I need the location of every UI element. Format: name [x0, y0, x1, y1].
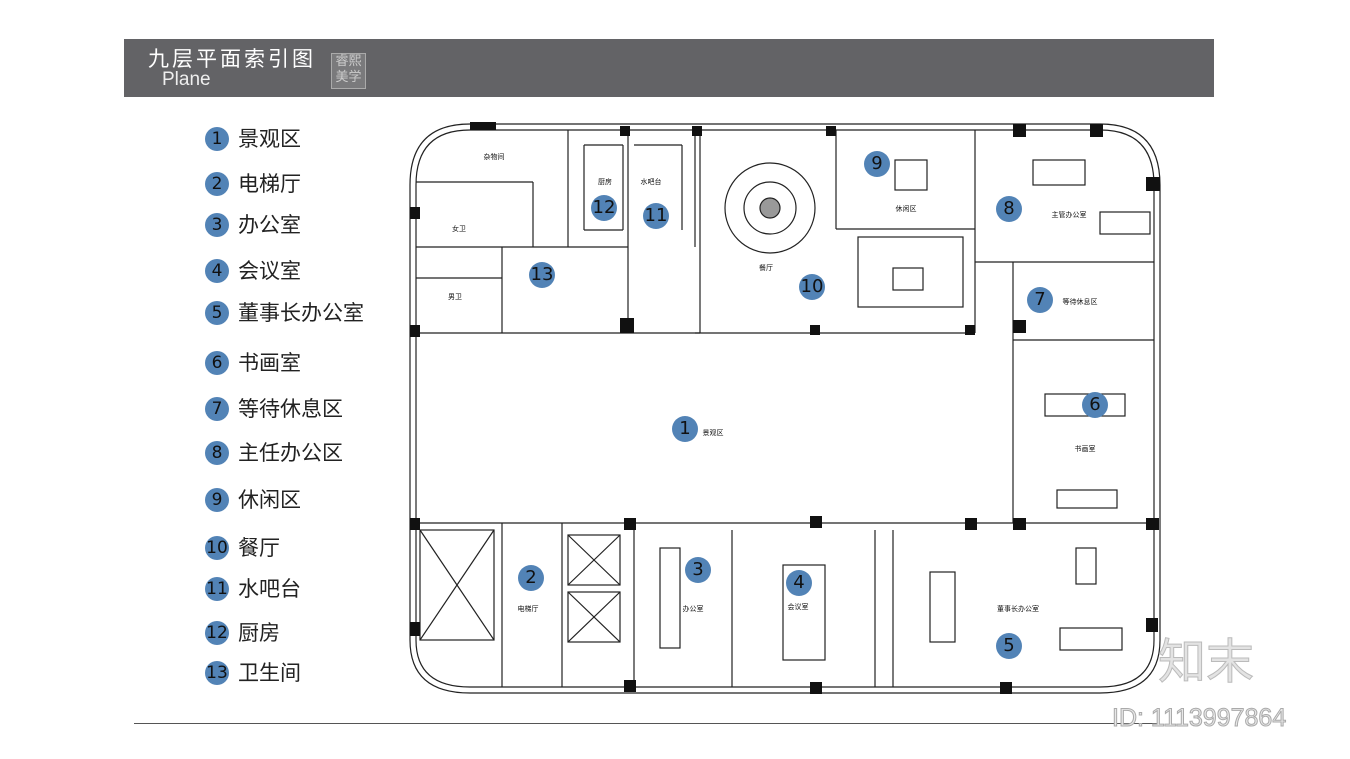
legend-item: 5 董事长办公室 — [205, 301, 364, 325]
room-label: 杂物间 — [483, 153, 505, 161]
outer-wall-inner — [415, 129, 1155, 688]
legend-label: 主任办公区 — [238, 441, 343, 465]
room-marker: 9 — [864, 151, 890, 177]
legend-item: 1 景观区 — [205, 127, 301, 151]
legend-item: 8 主任办公区 — [205, 441, 343, 465]
legend-number: 2 — [205, 172, 229, 196]
legend-label: 董事长办公室 — [238, 301, 364, 325]
room-label: 办公室 — [682, 605, 704, 613]
page-subtitle: Plane — [162, 69, 211, 90]
room-marker: 4 — [786, 570, 812, 596]
room-marker: 8 — [996, 196, 1022, 222]
legend-number: 7 — [205, 397, 229, 421]
interior-walls — [416, 130, 1154, 687]
legend-item: 11 水吧台 — [205, 577, 301, 601]
room-marker: 12 — [591, 195, 617, 221]
room-label: 景观区 — [702, 429, 724, 437]
legend-item: 10 餐厅 — [205, 536, 280, 560]
legend-number: 8 — [205, 441, 229, 465]
furniture — [659, 159, 1151, 661]
legend-item: 4 会议室 — [205, 259, 301, 283]
room-label: 男卫 — [448, 293, 462, 301]
legend-number: 10 — [205, 536, 229, 560]
room-label: 餐厅 — [759, 264, 773, 272]
legend-number: 11 — [205, 577, 229, 601]
watermark-id: ID: 1113997864 — [1111, 704, 1287, 733]
legend-item: 13 卫生间 — [205, 661, 301, 685]
room-marker: 10 — [799, 274, 825, 300]
logo: 睿熙 美学 — [331, 53, 366, 89]
room-label: 休闲区 — [895, 205, 917, 213]
room-label: 书画室 — [1074, 445, 1096, 453]
legend-number: 4 — [205, 259, 229, 283]
legend-label: 厨房 — [238, 621, 280, 645]
legend-item: 9 休闲区 — [205, 488, 301, 512]
room-label: 董事长办公室 — [997, 605, 1039, 613]
legend-item: 12 厨房 — [205, 621, 280, 645]
room-label: 主管办公室 — [1051, 211, 1087, 219]
legend-label: 办公室 — [238, 213, 301, 237]
room-marker: 2 — [518, 565, 544, 591]
legend-number: 6 — [205, 351, 229, 375]
legend-label: 休闲区 — [238, 488, 301, 512]
room-marker: 11 — [643, 203, 669, 229]
page-title: 九层平面索引图 — [148, 47, 316, 71]
header-bar: 九层平面索引图 Plane 睿熙 美学 — [124, 39, 1214, 97]
room-label: 会议室 — [787, 603, 809, 611]
room-label: 厨房 — [598, 178, 612, 186]
legend-label: 会议室 — [238, 259, 301, 283]
legend-number: 13 — [205, 661, 229, 685]
room-marker: 6 — [1082, 392, 1108, 418]
legend-item: 7 等待休息区 — [205, 397, 343, 421]
legend-label: 水吧台 — [238, 577, 301, 601]
watermark-brand: 知末 — [1157, 634, 1255, 691]
legend-label: 书画室 — [238, 351, 301, 375]
room-label: 等待休息区 — [1062, 298, 1098, 306]
divider — [134, 723, 1159, 724]
legend-number: 9 — [205, 488, 229, 512]
legend-number: 1 — [205, 127, 229, 151]
legend-number: 5 — [205, 301, 229, 325]
room-marker: 1 — [672, 416, 698, 442]
legend-item: 3 办公室 — [205, 213, 301, 237]
legend-item: 2 电梯厅 — [205, 172, 301, 196]
room-marker: 3 — [685, 557, 711, 583]
room-label: 电梯厅 — [517, 605, 539, 613]
legend-label: 餐厅 — [238, 536, 280, 560]
room-marker: 5 — [996, 633, 1022, 659]
legend-label: 景观区 — [238, 127, 301, 151]
room-label: 水吧台 — [640, 178, 662, 186]
room-marker: 7 — [1027, 287, 1053, 313]
legend-label: 卫生间 — [238, 661, 301, 685]
legend-number: 12 — [205, 621, 229, 645]
outer-wall — [409, 123, 1161, 694]
room-marker: 13 — [529, 262, 555, 288]
legend-number: 3 — [205, 213, 229, 237]
legend-item: 6 书画室 — [205, 351, 301, 375]
legend-label: 电梯厅 — [238, 172, 301, 196]
columns — [410, 122, 1160, 694]
legend-label: 等待休息区 — [238, 397, 343, 421]
room-label: 女卫 — [452, 225, 466, 233]
